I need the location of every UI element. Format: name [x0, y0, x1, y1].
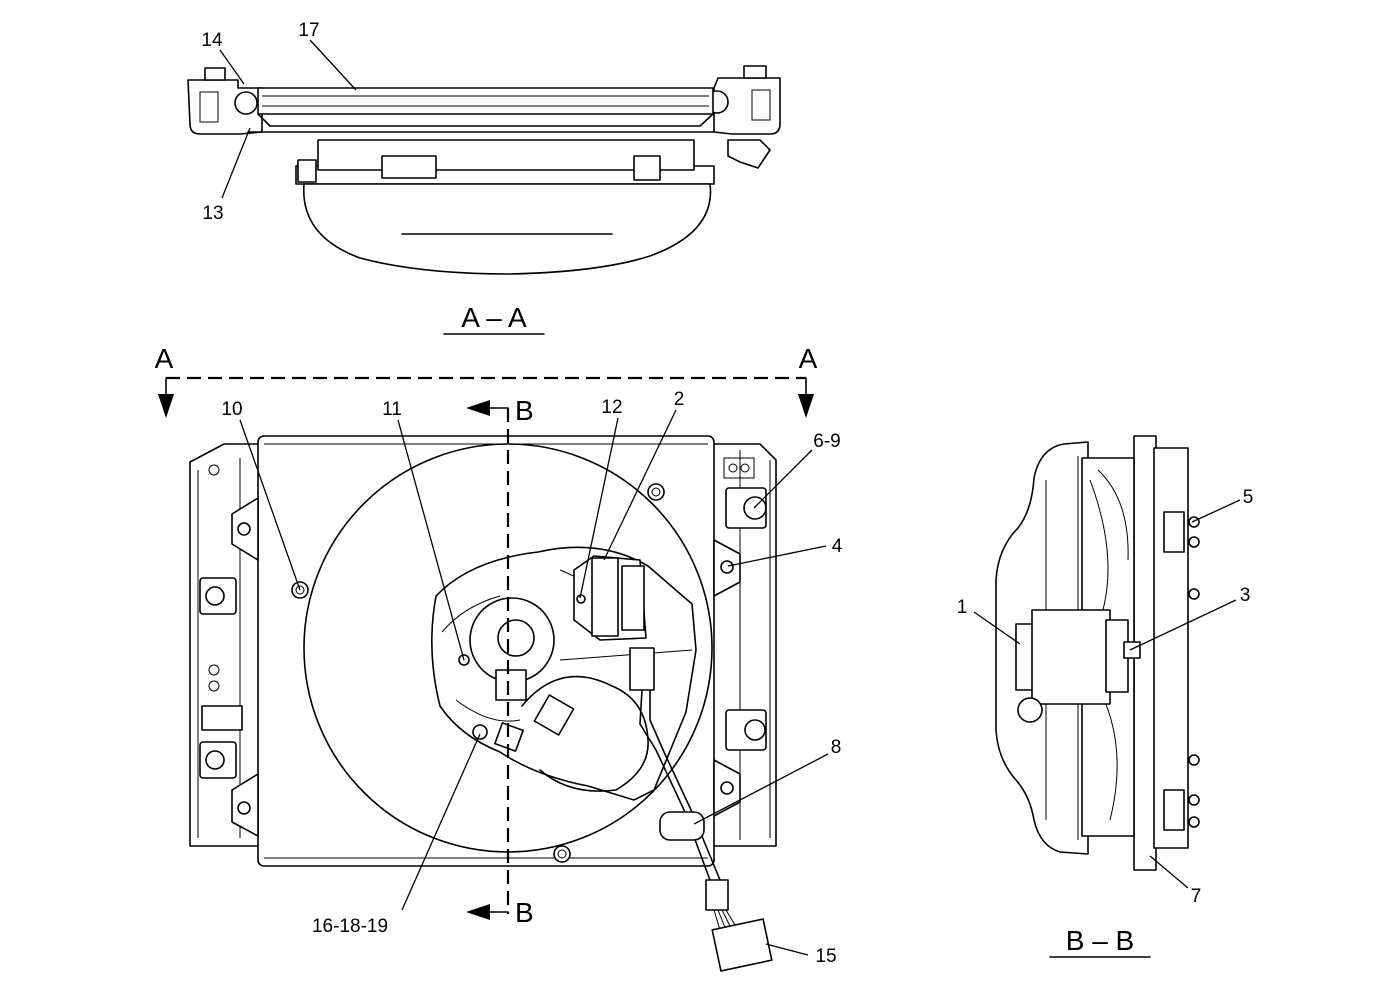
rubber-mount [234, 91, 258, 115]
callout-1: 1 [957, 597, 968, 618]
stud [297, 159, 317, 183]
callout-2: 2 [674, 389, 685, 410]
frame-screw [647, 483, 665, 501]
terminal-block [495, 669, 527, 701]
callout-12: 12 [601, 397, 622, 418]
harness-sleeve [705, 879, 729, 911]
bracket-slot [199, 91, 219, 123]
front-view: A A [155, 343, 818, 972]
relay-module [591, 557, 619, 637]
callout-10: 10 [221, 399, 242, 420]
section-a-a-view: A – A [187, 65, 781, 335]
frame-screw [553, 845, 571, 863]
callout-7: 7 [1191, 886, 1202, 907]
callout-4: 4 [832, 536, 843, 557]
cut-mark-a-right: A [799, 343, 818, 374]
fan-casing [317, 139, 695, 171]
cut-mark-b-top: B [515, 395, 534, 426]
callout-labels: 14 17 13 10 11 12 2 6-9 4 8 16-18-19 15 … [201, 20, 1253, 967]
cut-mark-b-bottom: B [515, 897, 534, 928]
callout-3: 3 [1240, 585, 1251, 606]
motor-screw [472, 724, 488, 740]
arrow-a-left [158, 394, 174, 418]
callout-5: 5 [1243, 487, 1254, 508]
stud [633, 155, 661, 181]
bolt-head [743, 65, 767, 79]
top-grille-bar [257, 87, 714, 115]
motor-dome [303, 183, 712, 275]
bracket-slot [751, 89, 771, 121]
capacitor [1017, 697, 1043, 723]
callout-17: 17 [298, 20, 319, 41]
grommet [659, 811, 705, 841]
arrow-a-right [798, 394, 814, 418]
hub-nut [1123, 641, 1141, 659]
callout-8: 8 [831, 737, 842, 758]
section-b-b-title: B – B [1066, 925, 1134, 956]
callout-16-18-19: 16-18-19 [312, 916, 388, 937]
side-bracket [1163, 789, 1185, 831]
side-motor [1031, 609, 1111, 705]
section-a-a-title: A – A [461, 302, 527, 333]
side-bracket [1163, 511, 1185, 553]
clip [201, 705, 243, 731]
arrow-b-top [466, 400, 490, 416]
side-rail [1153, 447, 1189, 849]
inline-connector [629, 647, 655, 691]
section-b-b-view: B – B [995, 435, 1200, 958]
callout-6-9: 6-9 [813, 431, 840, 452]
callout-11: 11 [382, 399, 402, 420]
wire-connector [533, 694, 575, 736]
hose-clip [727, 139, 771, 169]
bolt-head [204, 67, 226, 81]
callout-14: 14 [201, 30, 223, 51]
callout-15: 15 [815, 946, 836, 967]
connector-block [381, 155, 437, 179]
cut-mark-a-left: A [155, 343, 174, 374]
arrow-b-bottom [466, 904, 490, 920]
callout-13: 13 [202, 203, 223, 224]
harness-plug [711, 918, 773, 972]
leader-lines [219, 39, 1241, 956]
